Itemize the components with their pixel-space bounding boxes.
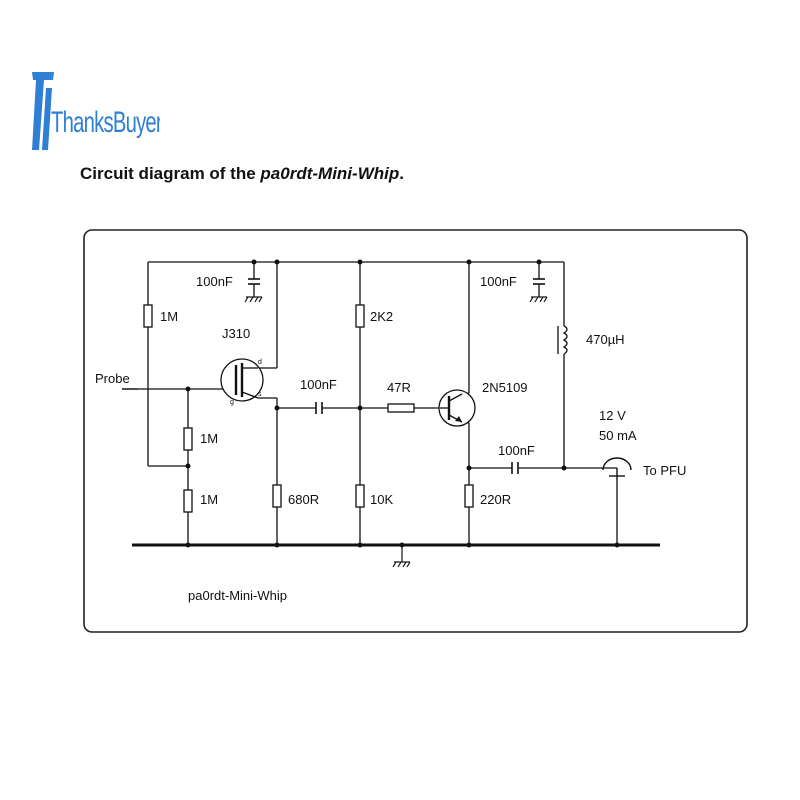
page-title: Circuit diagram of the pa0rdt-Mini-Whip. bbox=[80, 164, 404, 184]
resistor-2k2 bbox=[355, 304, 365, 328]
resistor-1m-top bbox=[143, 304, 153, 328]
capacitors bbox=[248, 278, 545, 474]
cap-coupling-label: 100nF bbox=[300, 377, 337, 392]
fet-j310 bbox=[220, 358, 264, 402]
resistor-220r bbox=[464, 484, 474, 508]
cap-top-right-label: 100nF bbox=[480, 274, 517, 289]
capacitor-output bbox=[511, 462, 519, 474]
junction-dots bbox=[185, 259, 620, 548]
supply-voltage-label: 12 V bbox=[599, 408, 626, 423]
ground-symbols bbox=[244, 296, 548, 568]
resistor-47r bbox=[387, 403, 415, 413]
fet-pin-d: d bbox=[258, 359, 262, 366]
transistor-2n5109 bbox=[438, 389, 476, 427]
ground-icon bbox=[392, 545, 411, 568]
fet-pin-s: s bbox=[258, 391, 262, 398]
resistor-1m-top-label: 1M bbox=[160, 309, 178, 324]
capacitor-coupling bbox=[315, 402, 323, 414]
cap-top-left-label: 100nF bbox=[196, 274, 233, 289]
resistor-1m-mid bbox=[183, 427, 193, 451]
title-suffix: . bbox=[399, 164, 404, 183]
inductor-470uh bbox=[557, 325, 568, 355]
ground-icon bbox=[529, 296, 548, 303]
diagram-caption: pa0rdt-Mini-Whip bbox=[188, 588, 287, 603]
cap-output-label: 100nF bbox=[498, 443, 535, 458]
resistor-10k-label: 10K bbox=[370, 492, 393, 507]
resistor-220r-label: 220R bbox=[480, 492, 511, 507]
capacitor-top-left bbox=[248, 278, 260, 285]
resistor-1m-mid-label: 1M bbox=[200, 431, 218, 446]
thanksbuyer-logo: ThanksBuyer bbox=[32, 72, 160, 150]
output-label: To PFU bbox=[643, 463, 686, 478]
title-circuit-name: pa0rdt-Mini-Whip bbox=[260, 164, 400, 183]
brand-name: ThanksBuyer bbox=[51, 106, 160, 139]
fet-pin-g: g bbox=[230, 399, 234, 406]
resistor-1m-bottom bbox=[183, 489, 193, 513]
wires bbox=[122, 261, 618, 545]
resistor-680r-label: 680R bbox=[288, 492, 319, 507]
probe-label: Probe bbox=[95, 371, 130, 386]
supply-current-label: 50 mA bbox=[599, 428, 637, 443]
resistor-10k bbox=[355, 484, 365, 508]
ground-icon bbox=[244, 296, 263, 303]
resistor-2k2-label: 2K2 bbox=[370, 309, 393, 324]
resistor-1m-bottom-label: 1M bbox=[200, 492, 218, 507]
diagram-frame bbox=[83, 229, 748, 633]
capacitor-top-right bbox=[533, 278, 545, 285]
inductor-label: 470µH bbox=[586, 332, 625, 347]
title-prefix: Circuit diagram of the bbox=[80, 164, 261, 183]
fet-label: J310 bbox=[222, 326, 250, 341]
resistor-47r-label: 47R bbox=[387, 380, 411, 395]
transistor-label: 2N5109 bbox=[482, 380, 528, 395]
resistor-680r bbox=[272, 484, 282, 508]
output-connector bbox=[602, 457, 632, 480]
resistors bbox=[143, 304, 474, 513]
